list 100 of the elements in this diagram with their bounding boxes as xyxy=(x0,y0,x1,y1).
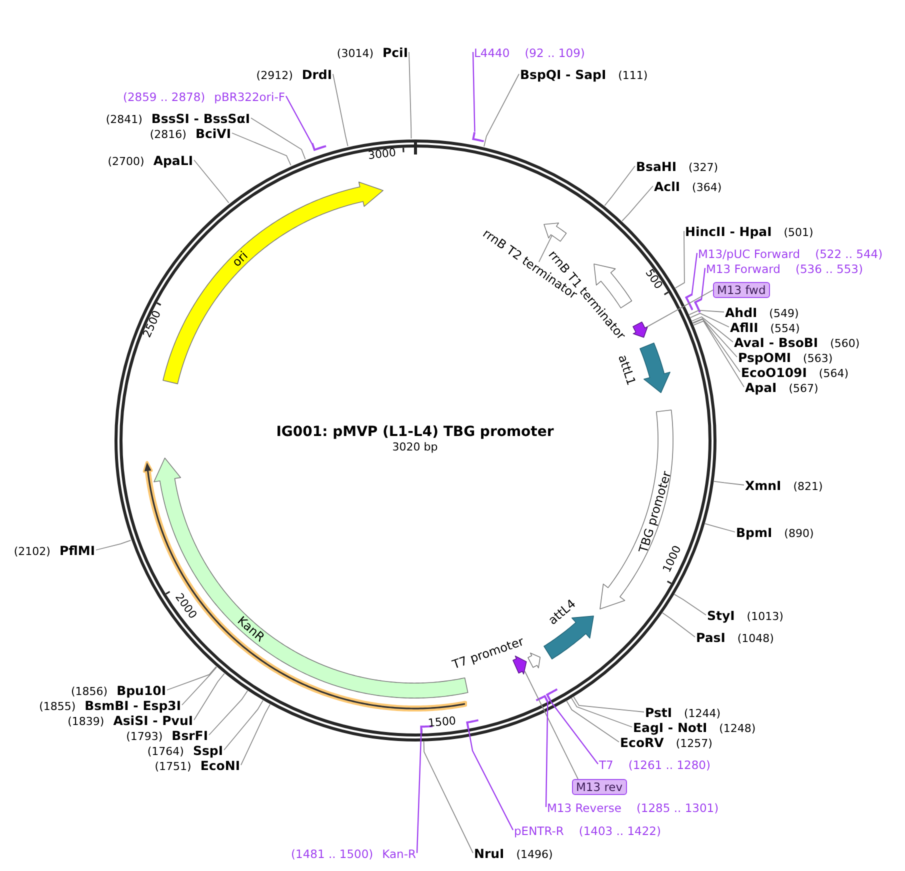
leader-line xyxy=(646,290,714,328)
cut-site-position: (2912) xyxy=(256,68,293,84)
enzyme-name: EcoO109I xyxy=(741,365,807,381)
leader-line xyxy=(570,697,632,728)
cut-site-position: (1248) xyxy=(719,721,756,737)
leader-line xyxy=(416,734,422,854)
leader-line xyxy=(524,670,578,780)
enzyme-name: Bpu10I xyxy=(116,683,166,699)
cut-site-position: (1496) xyxy=(516,847,553,863)
feature-band xyxy=(632,320,649,338)
cut-site-position: (111) xyxy=(618,68,648,84)
leader-line xyxy=(693,320,744,388)
leader-line xyxy=(423,740,474,854)
enzyme-name: PstI xyxy=(645,705,672,721)
enzyme-name: NruI xyxy=(474,846,504,862)
cut-site-position: (1751) xyxy=(154,759,192,775)
feature-band xyxy=(638,342,671,394)
leader-line xyxy=(550,700,598,764)
cut-site-position: (1855) xyxy=(39,699,76,715)
cut-site-position: (327) xyxy=(688,160,718,176)
primer-name: pENTR-R xyxy=(514,823,564,839)
enzyme-name: BsmBI - Esp3I xyxy=(84,698,181,714)
enzyme-name: BciVI xyxy=(195,126,231,142)
cut-site-position: (560) xyxy=(830,336,860,352)
enzyme-name: PasI xyxy=(696,630,726,646)
cut-site-position: (890) xyxy=(784,526,814,542)
leader-line xyxy=(96,540,132,550)
primer-location: (536 .. 553) xyxy=(795,261,863,277)
plasmid-name: IG001: pMVP (L1-L4) TBG promoter xyxy=(276,424,554,440)
leader-line xyxy=(332,74,348,147)
enzyme-name: AsiSI - PvuI xyxy=(113,713,193,729)
primer-bracket xyxy=(694,298,703,314)
leader-line xyxy=(224,700,264,750)
cut-site-position: (2102) xyxy=(14,544,50,560)
primer-bracket xyxy=(684,292,694,312)
leader-line xyxy=(232,132,292,166)
leader-line xyxy=(194,160,230,204)
scale-number: 2500 xyxy=(140,308,162,339)
plasmid-size: 3020 bp xyxy=(392,440,438,454)
primer-name: M13/pUC Forward xyxy=(698,246,800,262)
cut-site-position: (2816) xyxy=(150,127,186,143)
enzyme-name: HincII - HpaI xyxy=(685,224,772,240)
scale-number: 1000 xyxy=(660,544,682,574)
leader-line xyxy=(713,480,744,486)
feature-band xyxy=(543,222,568,243)
leader-line xyxy=(208,690,248,736)
primer-bracket xyxy=(310,142,327,152)
enzyme-name: SspI xyxy=(192,743,223,759)
leader-line xyxy=(692,318,738,358)
primer-location: (1403 .. 1422) xyxy=(578,823,661,839)
enzyme-name: PspOMI xyxy=(738,350,792,366)
enzyme-name: EcoNI xyxy=(200,758,240,774)
leader-line xyxy=(674,230,685,288)
cut-site-position: (1244) xyxy=(684,706,721,722)
leader-line xyxy=(604,166,636,206)
leader-line xyxy=(662,612,696,638)
leader-line xyxy=(182,666,218,706)
feature-band xyxy=(527,652,542,669)
scale-number: 3000 xyxy=(368,146,397,161)
leader-line xyxy=(484,74,520,147)
enzyme-name: AvaI - BsoBI xyxy=(734,335,818,351)
enzyme-name: AhdI xyxy=(725,305,758,321)
leader-line xyxy=(704,523,736,532)
cut-site-position: (563) xyxy=(803,351,833,367)
primer-location: (1285 .. 1301) xyxy=(636,800,719,816)
cut-site-position: (554) xyxy=(770,321,800,337)
leader-line xyxy=(688,310,724,316)
cut-site-position: (1257) xyxy=(676,736,712,752)
enzyme-name: PciI xyxy=(382,45,408,61)
cut-site-position: (1793) xyxy=(126,729,163,745)
leader-line xyxy=(250,118,306,160)
primer-location: (2859 .. 2878) xyxy=(123,89,206,105)
leader-line xyxy=(690,312,730,328)
primer-bracket xyxy=(546,688,558,702)
enzyme-name: BsrFI xyxy=(172,728,208,744)
cut-site-position: (1839) xyxy=(68,714,104,730)
leader-line xyxy=(700,268,706,300)
enzyme-name: AclI xyxy=(654,179,680,195)
primer-bracket xyxy=(466,718,480,730)
enzyme-name: EagI - NotI xyxy=(633,720,708,736)
enzyme-name: DrdI xyxy=(302,67,332,83)
leader-line xyxy=(538,234,553,262)
cut-site-position: (2700) xyxy=(108,154,144,170)
leader-line xyxy=(285,96,312,144)
primer-location: (1481 .. 1500) xyxy=(291,846,374,862)
leader-line xyxy=(468,728,514,830)
primer-bracket xyxy=(472,130,486,142)
cut-site-position: (2841) xyxy=(106,112,142,128)
cut-site-position: (3014) xyxy=(336,46,374,62)
enzyme-name: ApaI xyxy=(745,380,777,396)
leader-line xyxy=(692,318,740,372)
cut-site-position: (1048) xyxy=(737,631,774,647)
enzyme-name: BspQI - SapI xyxy=(520,67,606,83)
cut-site-position: (1013) xyxy=(746,609,784,625)
leader-line xyxy=(566,700,620,742)
leader-line xyxy=(545,702,548,808)
primer-location: (1261 .. 1280) xyxy=(628,757,710,773)
feature-label: ori xyxy=(230,248,251,270)
feature-label: attL1 xyxy=(615,353,638,387)
primer-name: M13 Forward xyxy=(706,261,780,277)
